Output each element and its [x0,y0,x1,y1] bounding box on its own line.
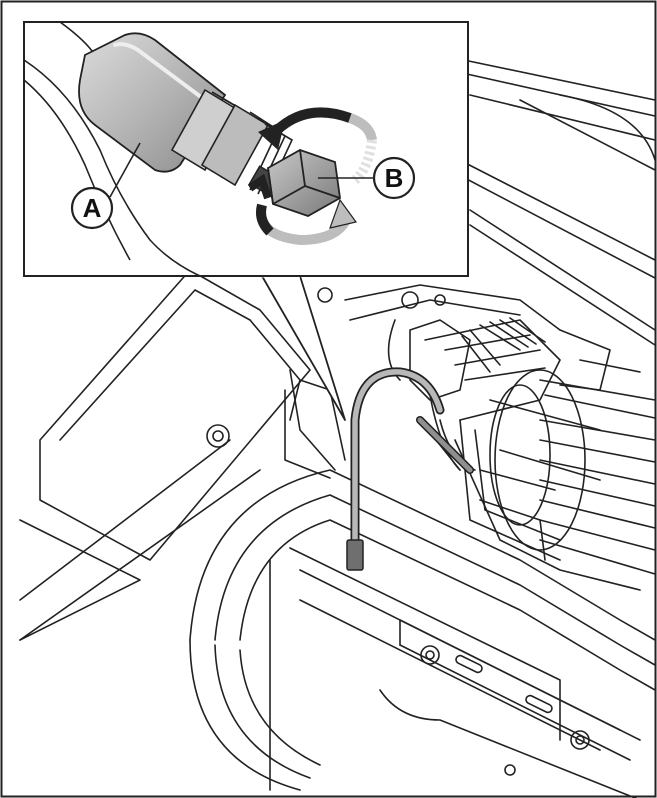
callout-b: B [372,156,416,200]
leader-line-a [109,142,141,198]
inlet-hose [346,367,474,571]
detail-inset: A B [23,21,469,277]
callout-b-label: B [385,163,404,193]
callout-a-label: A [83,193,102,223]
callout-a: A [70,186,114,230]
circular-arrow-icon [247,107,377,246]
hex-plug-icon [267,149,341,217]
